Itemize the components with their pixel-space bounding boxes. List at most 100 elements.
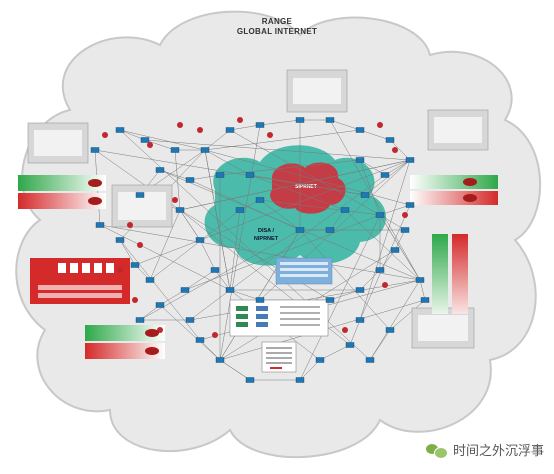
threat-node: [117, 267, 123, 273]
network-link: [359, 159, 411, 321]
network-link: [219, 229, 301, 361]
router-node: [325, 227, 335, 233]
threat-node: [377, 122, 383, 128]
network-link: [184, 214, 381, 291]
network-link: [179, 209, 331, 301]
network-link: [149, 209, 181, 281]
panel-status-oval: [463, 178, 477, 186]
network-link: [204, 129, 361, 151]
network-link: [179, 209, 201, 241]
router-node: [405, 202, 415, 208]
router-node: [390, 247, 400, 253]
threat-node: [132, 297, 138, 303]
router-node: [365, 357, 375, 363]
router-node: [135, 317, 145, 323]
niprnet-label-line1: DISA /: [258, 228, 274, 234]
network-link: [259, 119, 301, 126]
router-node: [245, 172, 255, 178]
network-link: [419, 279, 426, 301]
panel-status-oval: [88, 179, 102, 187]
threat-node: [382, 282, 388, 288]
network-link: [99, 224, 231, 291]
router-node: [90, 147, 100, 153]
network-link: [319, 344, 351, 361]
router-node: [355, 127, 365, 133]
router-node: [255, 122, 265, 128]
panel-status-oval: [463, 194, 477, 202]
network-link: [159, 304, 221, 361]
router-node: [225, 127, 235, 133]
diagram-title-line1: RANGE: [261, 17, 293, 26]
red-panel-left: [18, 193, 106, 209]
router-node: [295, 377, 305, 383]
network-link: [184, 269, 216, 291]
network-link: [204, 129, 231, 151]
siprnet-label: SIPRNET: [295, 184, 317, 190]
router-node: [195, 237, 205, 243]
network-nodes: [88, 117, 477, 383]
network-link: [119, 239, 136, 266]
diagram-title-line2: GLOBAL INTERNET: [236, 27, 318, 36]
router-node: [295, 117, 305, 123]
red-column-right: [452, 234, 468, 314]
router-node: [235, 207, 245, 213]
router-node: [175, 207, 185, 213]
green-panel-right: [410, 175, 498, 189]
router-node: [95, 222, 105, 228]
subnet-panel-top: [286, 69, 348, 113]
network-link: [329, 119, 361, 131]
network-link: [189, 174, 221, 181]
network-link: [99, 224, 421, 281]
subnet-panel-top-left: [27, 122, 89, 164]
router-node: [360, 192, 370, 198]
wechat-icon: [425, 442, 448, 459]
router-node: [185, 177, 195, 183]
network-link: [389, 139, 411, 161]
siprnet-cloud: [270, 162, 346, 214]
router-node: [385, 137, 395, 143]
router-node: [115, 237, 125, 243]
network-link: [179, 159, 411, 211]
router-node: [170, 147, 180, 153]
threat-node: [237, 117, 243, 123]
note-box: [261, 341, 297, 373]
green-column-right: [432, 234, 448, 314]
threat-node: [127, 222, 133, 228]
router-node: [345, 342, 355, 348]
network-link: [359, 204, 411, 321]
router-node: [355, 317, 365, 323]
network-link: [329, 289, 361, 301]
router-node: [385, 327, 395, 333]
threat-node: [197, 127, 203, 133]
threat-node: [342, 327, 348, 333]
router-node: [380, 172, 390, 178]
red-panel-bottom-left: [85, 343, 165, 359]
network-link: [189, 289, 231, 321]
panel-status-oval: [145, 347, 159, 355]
niprnet-label-line2: NIPRNET: [254, 236, 279, 242]
network-link: [344, 209, 421, 281]
network-link: [379, 204, 411, 216]
router-node: [400, 227, 410, 233]
threat-node: [402, 212, 408, 218]
network-link: [144, 139, 176, 151]
network-link: [359, 129, 391, 141]
network-link: [259, 199, 381, 216]
network-link: [389, 299, 426, 331]
threat-node: [212, 332, 218, 338]
green-panel-left: [18, 175, 106, 191]
network-link: [219, 359, 251, 381]
network-link: [259, 199, 301, 231]
network-link: [199, 239, 216, 271]
network-link: [134, 159, 411, 266]
blue-strip-panel: [275, 257, 333, 285]
router-node: [325, 117, 335, 123]
network-link: [299, 214, 381, 381]
watermark-text: 时间之外沉浮事: [452, 444, 544, 459]
panel-status-oval: [145, 329, 159, 337]
network-link: [204, 149, 411, 206]
router-node: [295, 227, 305, 233]
threat-node: [157, 327, 163, 333]
network-link: [379, 249, 396, 271]
